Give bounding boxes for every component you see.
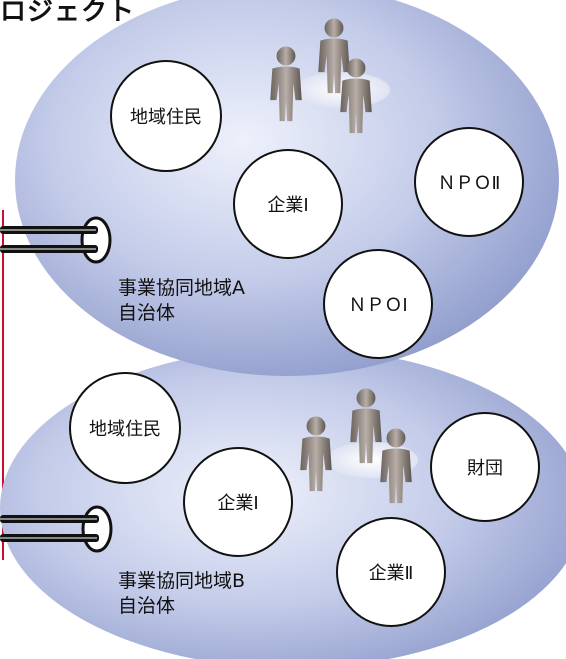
region-b-circle-company-2: 企業Ⅱ [336, 517, 446, 627]
page-title: ロジェクト [0, 0, 136, 27]
region-b-name-line1: 事業協同地域B [118, 570, 246, 592]
cable-connector-icon [0, 216, 112, 264]
region-a-name-line2: 自治体 [118, 302, 176, 324]
region-a-name-line1: 事業協同地域A [118, 277, 245, 299]
region-a-circle-residents: 地域住民 [110, 60, 222, 172]
region-a-circle-company-1: 企業Ⅰ [233, 149, 343, 259]
region-b-circle-company-1: 企業Ⅰ [183, 447, 293, 557]
region-b-circle-foundation: 財団 [430, 412, 540, 522]
region-b-circle-residents: 地域住民 [69, 372, 181, 484]
region-a-circle-npo-2: ＮＰＯⅡ [414, 127, 524, 237]
people-group-icon [270, 18, 390, 134]
region-b-name: 事業協同地域B 自治体 [118, 569, 245, 619]
region-a-circle-npo-1: ＮＰＯⅠ [323, 249, 433, 359]
region-b-name-line2: 自治体 [118, 595, 176, 617]
region-a-name: 事業協同地域A 自治体 [118, 276, 245, 326]
cable-connector-icon [0, 505, 113, 553]
people-group-icon [300, 388, 418, 504]
